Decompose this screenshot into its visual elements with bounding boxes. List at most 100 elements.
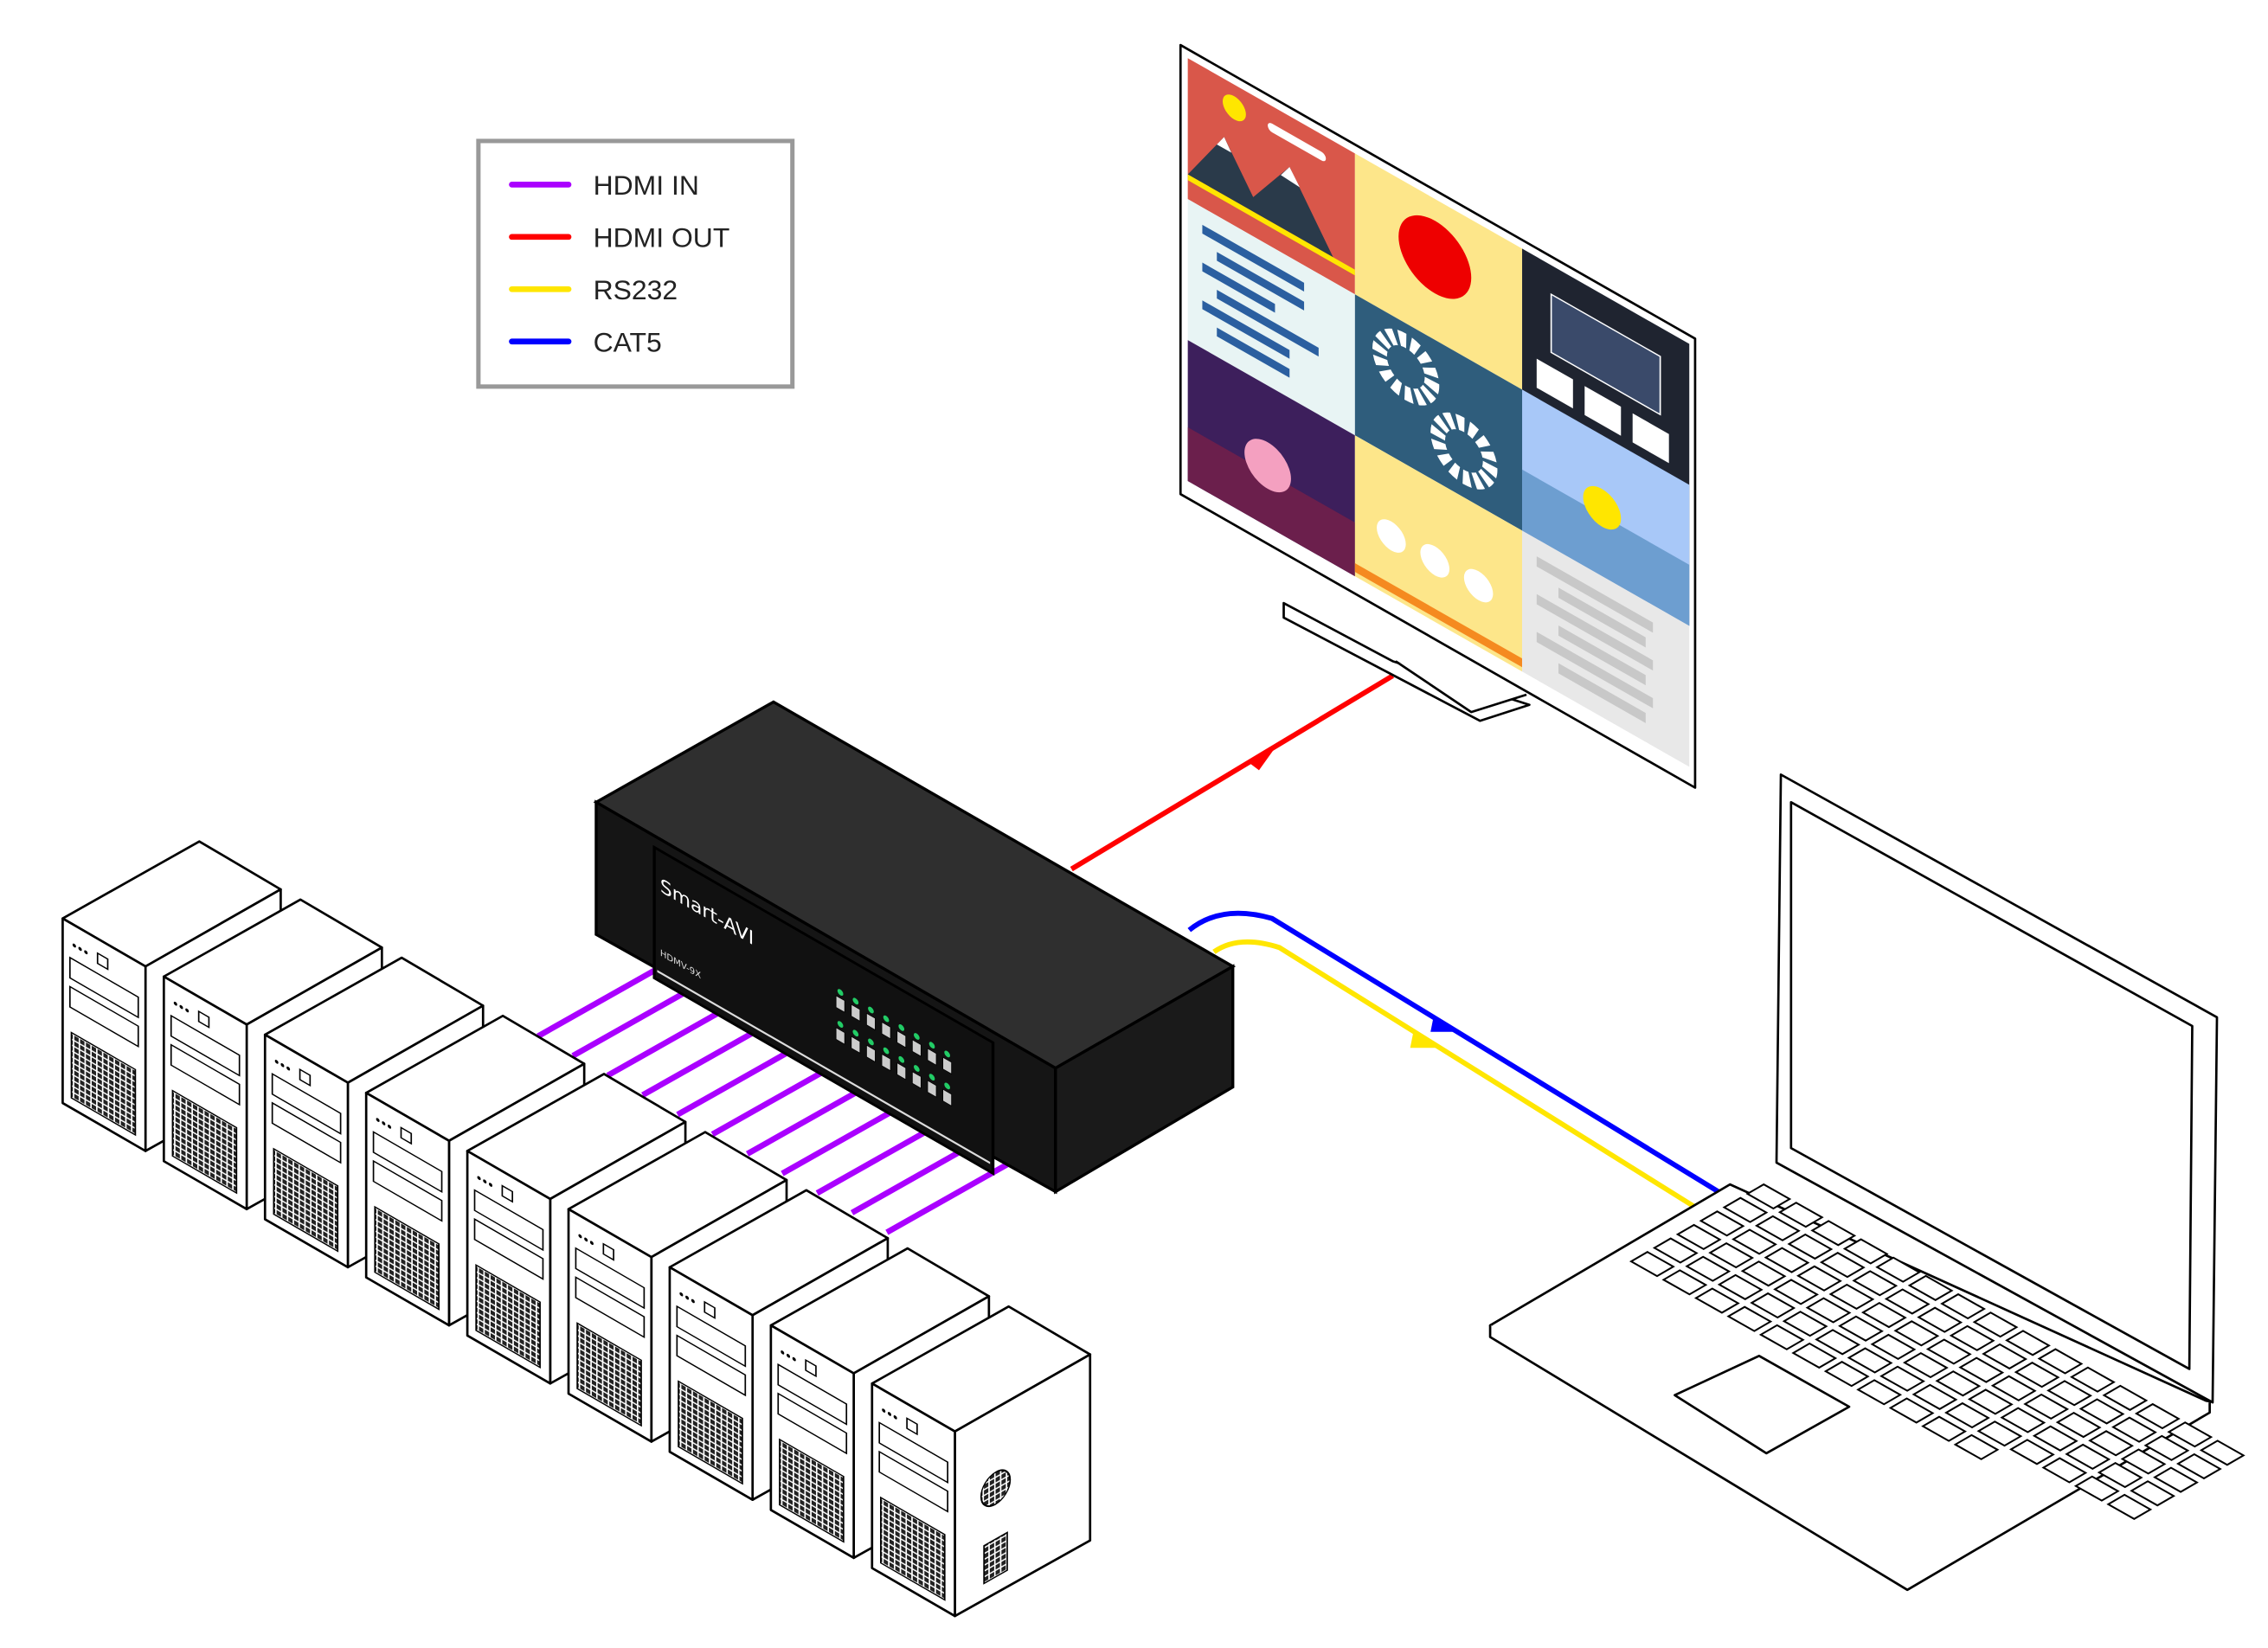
keyboard-key[interactable]	[1870, 1333, 1917, 1360]
keyboard-key[interactable]	[2023, 1393, 2070, 1420]
keyboard-key[interactable]	[2167, 1421, 2213, 1448]
keyboard-key[interactable]	[1750, 1292, 1796, 1319]
panel-button[interactable]	[911, 1071, 922, 1089]
keyboard-key[interactable]	[1726, 1305, 1773, 1332]
keyboard-key[interactable]	[1967, 1388, 2014, 1415]
keyboard-key[interactable]	[2120, 1448, 2167, 1475]
panel-button[interactable]	[835, 995, 845, 1013]
keyboard-key[interactable]	[2008, 1439, 2055, 1465]
keyboard-key[interactable]	[1685, 1255, 1732, 1282]
keyboard-key[interactable]	[1758, 1324, 1805, 1350]
keyboard-key[interactable]	[2102, 1384, 2149, 1411]
keyboard-key[interactable]	[1875, 1256, 1922, 1283]
keyboard[interactable]	[1629, 1183, 2246, 1520]
panel-button[interactable]	[896, 1061, 907, 1080]
keyboard-key[interactable]	[2199, 1440, 2246, 1466]
keyboard-key[interactable]	[1787, 1233, 1834, 1260]
keyboard-key[interactable]	[1893, 1320, 1940, 1347]
keyboard-key[interactable]	[1675, 1223, 1722, 1250]
panel-button[interactable]	[927, 1080, 937, 1098]
keyboard-key[interactable]	[2097, 1461, 2143, 1489]
keyboard-key[interactable]	[1629, 1251, 1675, 1278]
keyboard-key[interactable]	[1902, 1351, 1949, 1379]
keyboard-key[interactable]	[1953, 1433, 2000, 1460]
panel-button[interactable]	[927, 1048, 937, 1066]
keyboard-key[interactable]	[1652, 1237, 1699, 1264]
keyboard-key[interactable]	[1796, 1265, 1842, 1292]
keyboard-key[interactable]	[2130, 1480, 2176, 1507]
keyboard-key[interactable]	[1754, 1215, 1801, 1241]
keyboard-key[interactable]	[2088, 1430, 2135, 1457]
keyboard-key[interactable]	[1693, 1287, 1740, 1314]
keyboard-key[interactable]	[1828, 1283, 1875, 1311]
keyboard-key[interactable]	[1925, 1338, 1972, 1365]
keyboard-key[interactable]	[1907, 1274, 1954, 1301]
keyboard-key[interactable]	[1852, 1270, 1899, 1297]
keyboard-key[interactable]	[1856, 1379, 1903, 1406]
keyboard-key[interactable]	[1884, 1288, 1931, 1315]
keyboard-key[interactable]	[2175, 1452, 2222, 1480]
keyboard-key[interactable]	[1990, 1375, 2037, 1401]
keyboard-key[interactable]	[1935, 1370, 1982, 1397]
panel-button[interactable]	[835, 1027, 845, 1045]
keyboard-key[interactable]	[1699, 1210, 1745, 1237]
panel-button[interactable]	[851, 1036, 861, 1054]
keyboard-key[interactable]	[1847, 1347, 1893, 1374]
keyboard-key[interactable]	[1949, 1324, 1995, 1351]
panel-button[interactable]	[911, 1039, 922, 1057]
keyboard-key[interactable]	[2055, 1412, 2102, 1439]
keyboard-key[interactable]	[2005, 1330, 2051, 1356]
keyboard-key[interactable]	[1791, 1342, 1838, 1369]
panel-button[interactable]	[865, 1044, 876, 1063]
keyboard-key[interactable]	[1917, 1306, 1963, 1333]
keyboard-key[interactable]	[1879, 1365, 1925, 1392]
keyboard-key[interactable]	[2073, 1475, 2120, 1502]
keyboard-key[interactable]	[1722, 1196, 1769, 1223]
panel-button[interactable]	[942, 1088, 953, 1107]
keyboard-key[interactable]	[1976, 1420, 2023, 1447]
keyboard-key[interactable]	[1661, 1269, 1708, 1296]
keyboard-key[interactable]	[1777, 1202, 1824, 1228]
panel-button[interactable]	[865, 1012, 876, 1031]
keyboard-key[interactable]	[1911, 1383, 1958, 1410]
keyboard-key[interactable]	[1958, 1356, 2005, 1383]
keyboard-key[interactable]	[1773, 1279, 1819, 1305]
keyboard-key[interactable]	[1823, 1361, 1870, 1388]
keyboard-key[interactable]	[1860, 1302, 1907, 1329]
keyboard-key[interactable]	[1940, 1292, 1986, 1320]
keyboard-key[interactable]	[2014, 1362, 2060, 1388]
keyboard-key[interactable]	[2070, 1366, 2116, 1393]
keyboard-key[interactable]	[1982, 1343, 2028, 1370]
keyboard-key[interactable]	[1842, 1238, 1889, 1265]
panel-button[interactable]	[881, 1021, 891, 1040]
keyboard-key[interactable]	[2111, 1416, 2157, 1443]
keyboard-key[interactable]	[1838, 1315, 1884, 1342]
keyboard-key[interactable]	[2106, 1493, 2153, 1520]
panel-button[interactable]	[896, 1029, 907, 1048]
touchpad[interactable]	[1674, 1354, 1851, 1455]
keyboard-key[interactable]	[1745, 1183, 1792, 1210]
panel-button[interactable]	[881, 1053, 891, 1072]
keyboard-key[interactable]	[1805, 1297, 1852, 1324]
keyboard-key[interactable]	[1921, 1415, 1967, 1442]
keyboard-key[interactable]	[2032, 1425, 2078, 1452]
keyboard-key[interactable]	[1708, 1241, 1755, 1269]
keyboard-key[interactable]	[2046, 1380, 2092, 1407]
keyboard-key[interactable]	[2037, 1348, 2084, 1375]
keyboard-key[interactable]	[1740, 1260, 1787, 1287]
keyboard-key[interactable]	[2153, 1466, 2199, 1493]
keyboard-key[interactable]	[1944, 1401, 1990, 1429]
keyboard-key[interactable]	[1810, 1220, 1857, 1247]
keyboard-key[interactable]	[2134, 1402, 2181, 1430]
keyboard-key[interactable]	[1888, 1397, 1935, 1424]
keyboard-key[interactable]	[1972, 1311, 2019, 1338]
keyboard-key[interactable]	[2041, 1457, 2088, 1484]
panel-button[interactable]	[942, 1056, 953, 1075]
keyboard-key[interactable]	[1732, 1228, 1777, 1255]
keyboard-key[interactable]	[2143, 1434, 2190, 1461]
keyboard-key[interactable]	[1815, 1329, 1861, 1356]
panel-button[interactable]	[851, 1004, 861, 1023]
keyboard-key[interactable]	[1819, 1252, 1866, 1279]
keyboard-key[interactable]	[2000, 1407, 2046, 1433]
keyboard-key[interactable]	[2078, 1398, 2125, 1425]
